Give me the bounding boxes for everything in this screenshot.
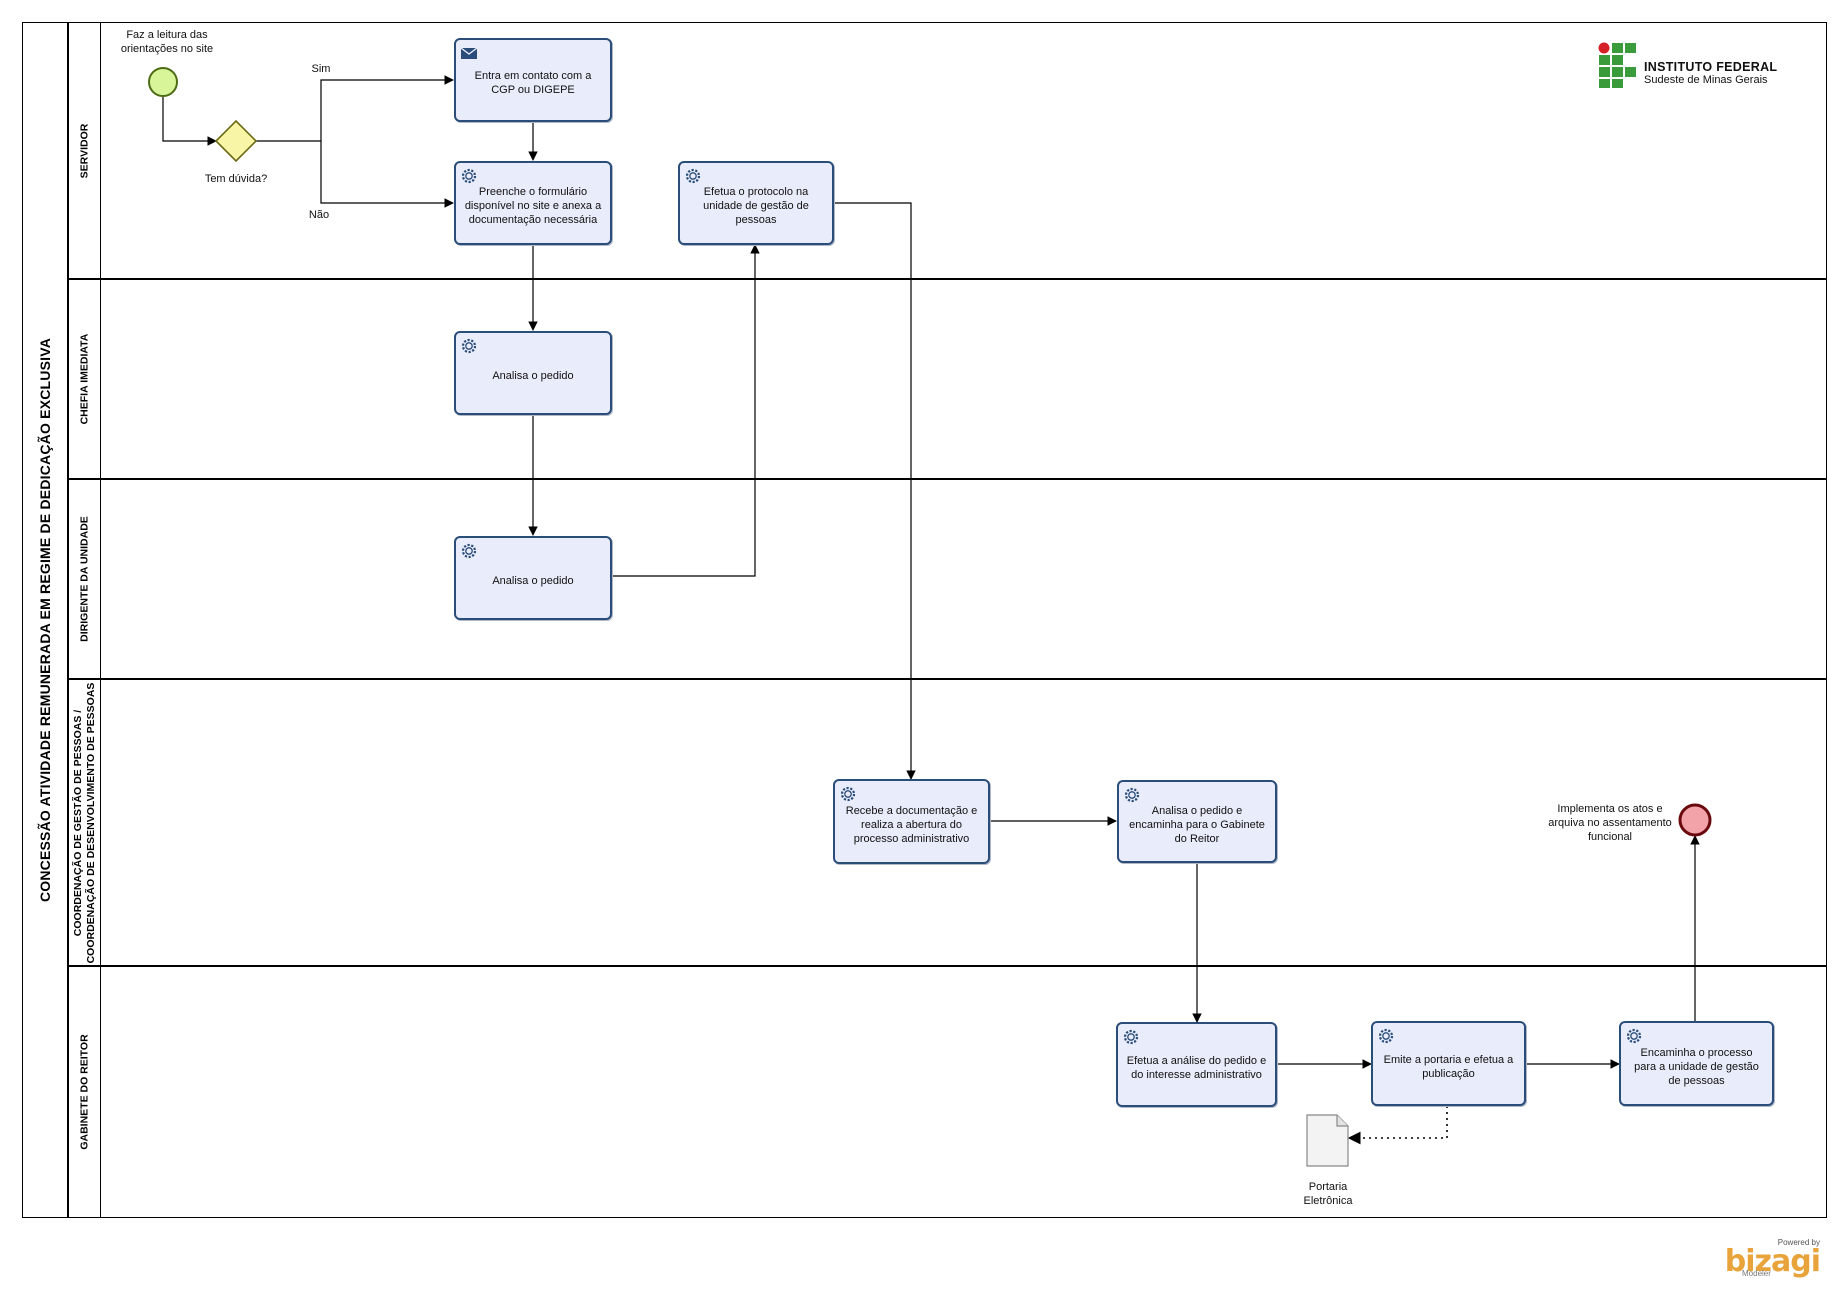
lane-chefia bbox=[100, 279, 1827, 479]
flow-gateway-sim bbox=[256, 75, 454, 142]
task-label: Analisa o pedido bbox=[492, 370, 574, 382]
end-event-label: Implementa os atos e arquiva no assentam… bbox=[1548, 803, 1672, 843]
gateway-label: Tem dúvida? bbox=[204, 173, 268, 185]
task-label: Encaminha o processo para a unidade de g… bbox=[1634, 1046, 1759, 1087]
association-portaria bbox=[1347, 1106, 1448, 1145]
exclusive-gateway[interactable] bbox=[214, 119, 258, 163]
flow-label-sim: Sim bbox=[311, 63, 331, 75]
service-gear-icon bbox=[461, 543, 477, 559]
lane-servidor bbox=[100, 22, 1827, 279]
logo-title: INSTITUTO FEDERAL bbox=[1644, 60, 1778, 74]
task-label: Analisa o pedido bbox=[492, 575, 574, 587]
task-label: Efetua o protocolo na unidade de gestão … bbox=[703, 186, 809, 226]
flow-start-gateway bbox=[162, 97, 217, 146]
task-chefia-analisa-pedido[interactable]: Analisa o pedido bbox=[454, 331, 612, 415]
message-icon bbox=[460, 47, 478, 59]
if-logo-mark-icon bbox=[1598, 42, 1636, 88]
service-gear-icon bbox=[840, 786, 856, 802]
lane-header-gabinete: GABINETE DO REITOR bbox=[68, 966, 100, 1218]
data-object-portaria[interactable] bbox=[1306, 1114, 1349, 1167]
service-gear-icon bbox=[685, 168, 701, 184]
flow-gateway-nao bbox=[320, 141, 454, 208]
service-gear-icon bbox=[461, 168, 477, 184]
flow-protocolo-recebe bbox=[834, 202, 916, 780]
service-gear-icon bbox=[1123, 1029, 1139, 1045]
logo-subtitle: Sudeste de Minas Gerais bbox=[1644, 74, 1768, 86]
lane-gabinete bbox=[100, 966, 1827, 1218]
lane-header-dirigente: DIRIGENTE DA UNIDADE bbox=[68, 479, 100, 679]
lane-header-chefia: CHEFIA IMEDIATA bbox=[68, 279, 100, 479]
flow-label-nao: Não bbox=[308, 209, 330, 221]
instituto-federal-logo: INSTITUTO FEDERAL Sudeste de Minas Gerai… bbox=[1598, 42, 1778, 88]
task-recebe-documentacao[interactable]: Recebe a documentação e realiza a abertu… bbox=[833, 779, 990, 864]
lane-header-cgp: COORDENAÇÃO DE GESTÃO DE PESSOAS /COORDE… bbox=[68, 679, 100, 966]
service-gear-icon bbox=[1378, 1028, 1394, 1044]
task-dirigente-analisa-pedido[interactable]: Analisa o pedido bbox=[454, 536, 612, 620]
watermark-brand: bizagi bbox=[1724, 1244, 1821, 1279]
start-event-label: Faz a leitura das orientações no site bbox=[120, 29, 214, 55]
service-gear-icon bbox=[461, 338, 477, 354]
flow-dirigente-protocolo bbox=[610, 244, 760, 577]
task-analisa-encaminha[interactable]: Analisa o pedido e encaminha para o Gabi… bbox=[1117, 780, 1277, 863]
task-label: Recebe a documentação e realiza a abertu… bbox=[845, 804, 978, 845]
task-efetua-analise[interactable]: Efetua a análise do pedido e do interess… bbox=[1116, 1022, 1277, 1107]
service-gear-icon bbox=[1626, 1028, 1642, 1044]
lane-dirigente bbox=[100, 479, 1827, 679]
lane-header-servidor: SERVIDOR bbox=[68, 22, 100, 279]
task-emite-portaria[interactable]: Emite a portaria e efetua a publicação bbox=[1371, 1021, 1526, 1106]
task-label: Analisa o pedido e encaminha para o Gabi… bbox=[1129, 804, 1265, 845]
task-efetua-protocolo[interactable]: Efetua o protocolo na unidade de gestão … bbox=[678, 161, 834, 245]
watermark-powered: Powered by bbox=[1777, 1238, 1820, 1247]
lane-cgp bbox=[100, 679, 1827, 966]
task-encaminha-processo[interactable]: Encaminha o processo para a unidade de g… bbox=[1619, 1021, 1774, 1106]
task-label: Emite a portaria e efetua a publicação bbox=[1383, 1053, 1514, 1080]
watermark-product: Modeler bbox=[1742, 1269, 1771, 1278]
end-event[interactable] bbox=[1678, 803, 1712, 837]
task-preenche-formulario[interactable]: Preenche o formulário disponível no site… bbox=[454, 161, 612, 245]
bizagi-watermark: Powered by bizagi Modeler bbox=[1725, 1238, 1821, 1279]
service-gear-icon bbox=[1124, 787, 1140, 803]
data-object-label: Portaria Eletrônica bbox=[1303, 1181, 1353, 1207]
task-label: Efetua a análise do pedido e do interess… bbox=[1126, 1054, 1267, 1081]
task-label: Preenche o formulário disponível no site… bbox=[464, 186, 602, 226]
task-label: Entra em contato com a CGP ou DIGEPE bbox=[474, 70, 592, 96]
start-event[interactable] bbox=[148, 67, 178, 97]
pool-title-box: CONCESSÃO ATIVIDADE REMUNERADA EM REGIME… bbox=[22, 22, 68, 1218]
task-entra-em-contato[interactable]: Entra em contato com a CGP ou DIGEPE bbox=[454, 38, 612, 122]
